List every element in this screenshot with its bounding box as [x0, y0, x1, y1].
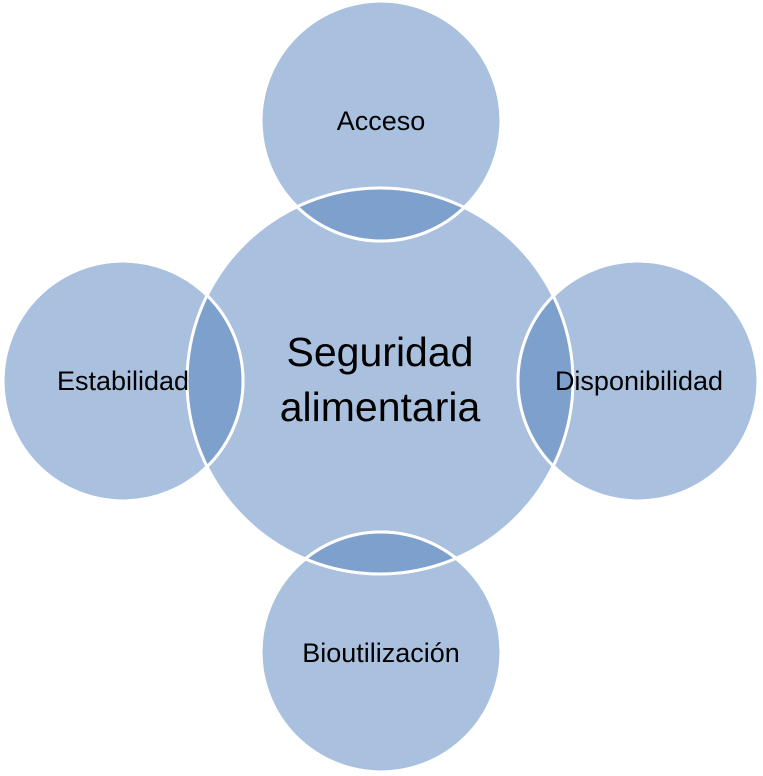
- left-node-label: Estabilidad: [57, 366, 189, 396]
- top-node-label: Acceso: [337, 106, 426, 136]
- right-node-label: Disponibilidad: [555, 366, 723, 396]
- center-label-line1: Seguridad: [287, 329, 474, 375]
- bottom-node-label: Bioutilización: [302, 638, 460, 668]
- center-label-line2: alimentaria: [280, 384, 481, 430]
- center-circle: [185, 186, 575, 576]
